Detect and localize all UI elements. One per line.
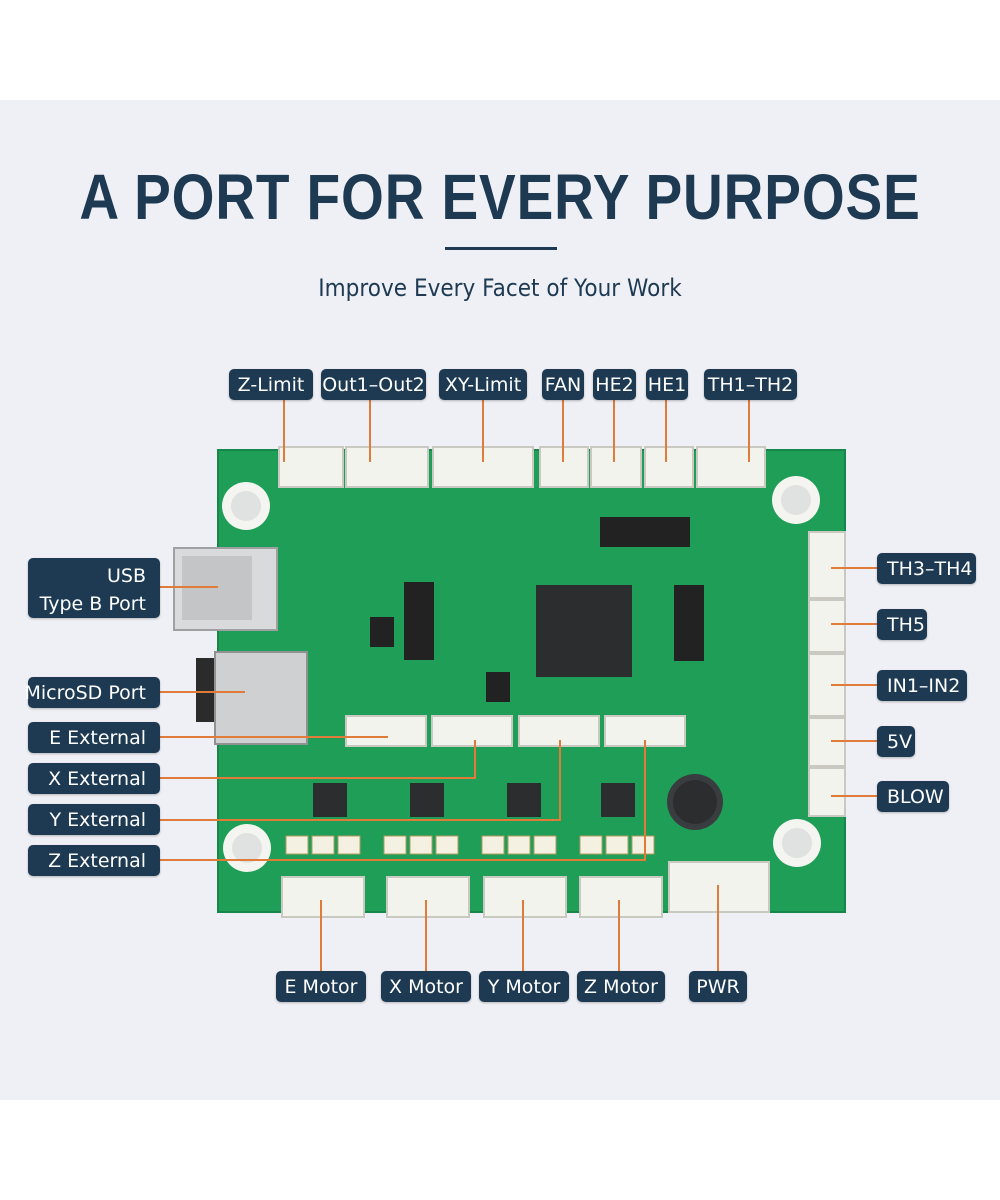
stepper-driver-chips: [313, 783, 635, 817]
label-usb-line2: Type B Port: [39, 593, 146, 615]
label-blow: BLOW: [877, 781, 949, 812]
label-usb-type-b-port: USB Type B Port: [28, 558, 160, 618]
page-subtitle: Improve Every Facet of Your Work: [318, 274, 682, 302]
microsd-slot: [196, 651, 308, 745]
top-connectors: [278, 446, 766, 488]
label-z-limit: Z-Limit: [229, 369, 313, 400]
label-y-motor: Y Motor: [479, 971, 569, 1002]
driver-connectors: [345, 715, 686, 747]
pointer-lines: [160, 400, 877, 972]
label-in1-in2: IN1–IN2: [877, 670, 967, 701]
label-usb-line1: USB: [106, 565, 146, 587]
title-divider: [445, 247, 557, 250]
label-he1: HE1: [646, 369, 688, 400]
mcu-chip: [536, 585, 632, 677]
label-e-motor: E Motor: [276, 971, 366, 1002]
label-y-external: Y External: [28, 804, 160, 835]
capacitor: [667, 774, 723, 830]
label-fan: FAN: [542, 369, 584, 400]
label-th3-th4: TH3–TH4: [877, 553, 976, 584]
label-e-external: E External: [28, 722, 160, 753]
label-xy-limit: XY-Limit: [439, 369, 527, 400]
usb-port: [173, 547, 278, 631]
label-x-external: X External: [28, 763, 160, 794]
label-out1-out2: Out1–Out2: [321, 369, 426, 400]
pin-headers: [370, 517, 704, 702]
label-5v: 5V: [877, 726, 915, 757]
label-he2: HE2: [593, 369, 636, 400]
label-x-motor: X Motor: [381, 971, 471, 1002]
label-pwr: PWR: [689, 971, 747, 1002]
right-connectors: [808, 531, 846, 817]
page-title: A PORT FOR EVERY PURPOSE: [79, 161, 921, 233]
label-microsd-port: MicroSD Port: [24, 677, 160, 708]
pcb-board: [218, 450, 845, 912]
resistor-row: [285, 835, 655, 855]
label-z-external: Z External: [28, 845, 160, 876]
label-th5: TH5: [877, 609, 927, 640]
label-z-motor: Z Motor: [577, 971, 665, 1002]
label-th1-th2: TH1–TH2: [704, 369, 797, 400]
